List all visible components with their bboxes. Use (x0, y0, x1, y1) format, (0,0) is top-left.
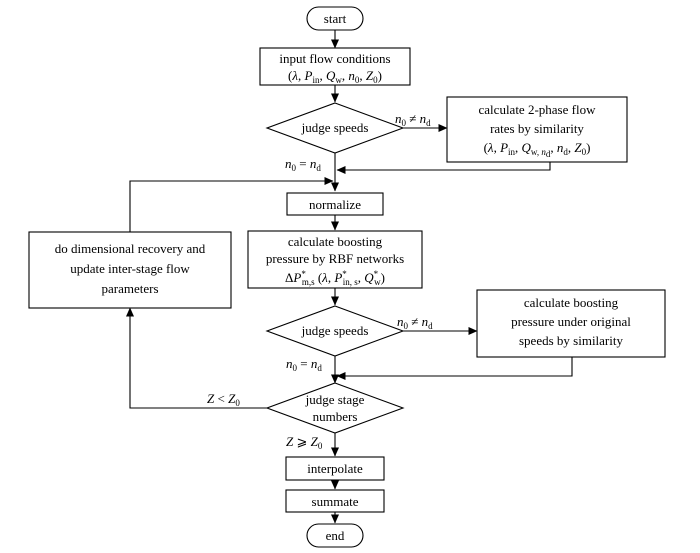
calc-orig-line1: calculate boosting (524, 295, 619, 310)
summate-box: summate (285, 489, 385, 513)
end-node: end (306, 523, 364, 548)
cond-lt: Z < Z0 (207, 391, 240, 408)
start-label: start (324, 11, 347, 26)
start-node: start (306, 6, 364, 31)
input-flow-params: (λ, Pin, Qw, n0, Z0) (288, 68, 382, 85)
cond-eq-1: n0 = nd (285, 156, 321, 173)
input-flow-box: input flow conditions (λ, Pin, Qw, n0, Z… (259, 47, 411, 86)
input-flow-title: input flow conditions (279, 51, 390, 66)
judge-stage: judge stage numbers (265, 382, 405, 434)
calc-orig-line3: speeds by similarity (519, 333, 623, 348)
arrow-calc2phase-merge (336, 162, 551, 174)
end-label: end (326, 528, 345, 543)
judge-speeds-2: judge speeds (265, 305, 405, 357)
judge-stage-line2: numbers (313, 409, 358, 424)
calc-2phase-line1: calculate 2-phase flow (479, 102, 597, 117)
arrow-recover-merge (129, 177, 334, 232)
recovery-line1: do dimensional recovery and (55, 241, 206, 256)
normalize-box: normalize (286, 192, 384, 216)
cond-eq-2: n0 = nd (286, 356, 322, 373)
summate-label: summate (312, 494, 359, 509)
calc-orig-box: calculate boosting pressure under origin… (476, 289, 666, 358)
cond-neq-1: n0 ≠ nd (395, 111, 431, 128)
normalize-label: normalize (309, 197, 361, 212)
cond-ge: Z ⩾ Z0 (286, 434, 323, 451)
calc-boost-line1: calculate boosting (288, 234, 383, 249)
recovery-line2: update inter-stage flow (70, 261, 190, 276)
judge-stage-line1: judge stage (305, 392, 365, 407)
judge-speeds-2-label: judge speeds (301, 323, 369, 338)
recovery-box: do dimensional recovery and update inter… (28, 231, 232, 309)
cond-neq-2: n0 ≠ nd (397, 314, 433, 331)
judge-speeds-1-label: judge speeds (301, 120, 369, 135)
calc-boost-box: calculate boosting pressure by RBF netwo… (247, 230, 423, 289)
recovery-line3: parameters (101, 281, 158, 296)
arrow-calcorig-merge (336, 357, 573, 380)
arrow-judgestage-recover (126, 307, 267, 409)
judge-speeds-1: judge speeds (265, 102, 405, 154)
interpolate-label: interpolate (307, 461, 363, 476)
calc-2phase-box: calculate 2-phase flow rates by similari… (446, 96, 628, 163)
calc-orig-line2: pressure under original (511, 314, 631, 329)
calc-boost-line2: pressure by RBF networks (266, 251, 404, 266)
interpolate-box: interpolate (285, 456, 385, 481)
rbf-formula: ΔP*m,s (λ, P*in, s, Q*w) (285, 269, 385, 287)
connectors (126, 30, 573, 524)
calc-2phase-line2: rates by similarity (490, 121, 584, 136)
